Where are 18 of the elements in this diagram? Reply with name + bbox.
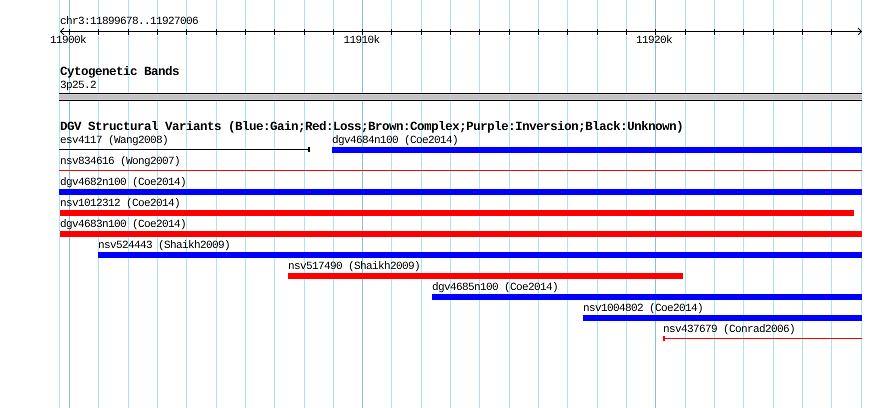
- feature-label: nsv524443 (Shaikh2009): [98, 240, 230, 252]
- feature-label: dgv4683n100 (Coe2014): [60, 219, 186, 231]
- feature-label: esv4117 (Wang2008): [60, 135, 168, 147]
- feature-label: nsv834616 (Wong2007): [60, 156, 180, 168]
- band-label: 3p25.2: [60, 80, 96, 92]
- feature-label: nsv517490 (Shaikh2009): [288, 261, 420, 273]
- feature-label: nsv1012312 (Coe2014): [60, 198, 180, 210]
- track-title: DGV Structural Variants (Blue:Gain;Red:Loss;Brown:Complex;Purple:Inversion;Black:Unknown): [60, 121, 684, 134]
- region-label: chr3:11899678..11927006: [60, 16, 198, 28]
- tick-label: 11910k: [344, 35, 380, 47]
- feature-label: dgv4685n100 (Coe2014): [432, 282, 558, 294]
- feature-label: nsv437679 (Conrad2006): [663, 324, 796, 336]
- feature-label: dgv4682n100 (Coe2014): [60, 177, 186, 189]
- tick-label: 11920k: [636, 35, 672, 47]
- tick-label: 11900k: [50, 35, 86, 47]
- feature-label: nsv1004802 (Coe2014): [583, 303, 704, 315]
- track-title: Cytogenetic Bands: [60, 66, 180, 80]
- feature-label: dgv4684n100 (Coe2014): [332, 135, 458, 147]
